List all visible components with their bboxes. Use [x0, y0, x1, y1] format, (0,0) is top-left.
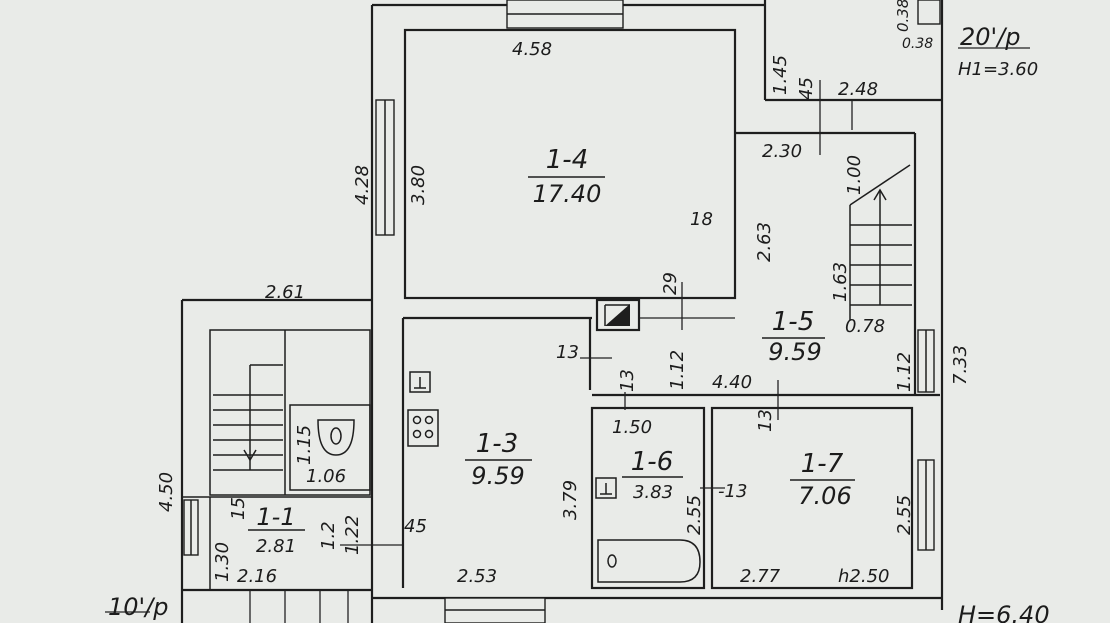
dim-15: 15	[228, 497, 249, 520]
room-1-5-area: 9.59	[768, 338, 821, 366]
washbasin-icon	[595, 477, 617, 499]
floor-label: 10'/p	[108, 593, 168, 621]
room-1-7-label: 1-7 7.06	[790, 449, 855, 510]
room-1-6-label: 1-6 3.83	[622, 447, 683, 503]
dim-1-12a: 1.12	[667, 350, 688, 390]
dim-2-77: 2.77	[740, 566, 781, 587]
dim-45a: 45	[796, 77, 817, 100]
dim-13c: 13	[755, 409, 776, 432]
floor-height: H=6.40	[958, 601, 1050, 623]
room-1-7-area: 7.06	[798, 482, 851, 510]
staircase-small	[213, 364, 283, 471]
bathtub-icon	[597, 539, 701, 583]
room-1-7-id: 1-7	[801, 449, 844, 479]
interior-walls	[182, 28, 940, 590]
dim-4-50: 4.50	[156, 472, 177, 512]
dim-0-38a: 0.38	[894, 0, 912, 32]
stove-icon	[407, 409, 439, 447]
dim-7-33: 7.33	[950, 345, 971, 385]
dim-3-80: 3.80	[408, 165, 429, 205]
dim-4-40: 4.40	[712, 372, 752, 393]
dim-0-38b: 0.38	[902, 36, 933, 52]
dim-1-00: 1.00	[844, 155, 865, 195]
dim-2-48: 2.48	[838, 79, 878, 100]
dimension-lines	[105, 47, 1030, 623]
toilet-icon	[317, 419, 355, 456]
sink-icon	[409, 371, 431, 393]
room-1-1-id: 1-1	[256, 503, 295, 531]
dim-4-28: 4.28	[352, 165, 373, 205]
dim-2-53: 2.53	[457, 566, 497, 587]
chimney	[595, 298, 641, 332]
room-1-3-area: 9.59	[471, 462, 524, 490]
dim-1-50: 1.50	[612, 417, 652, 438]
dim-4-58: 4.58	[512, 39, 552, 60]
staircase-main	[849, 164, 912, 320]
attic-height: H1=3.60	[958, 59, 1038, 80]
dim-13a: 13	[556, 342, 579, 363]
dim-29: 29	[660, 272, 681, 295]
dim-1-30: 1.30	[212, 542, 233, 582]
room-1-1-area: 2.81	[256, 536, 296, 557]
dim-2-55a: 2.55	[684, 495, 705, 535]
room-1-3-id: 1-3	[476, 429, 518, 459]
dim-2-16: 2.16	[237, 566, 277, 587]
room-1-3-label: 1-3 9.59	[465, 429, 532, 490]
dim-0-78: 0.78	[845, 316, 885, 337]
dim-2-30: 2.30	[762, 141, 802, 162]
dim-18: 18	[690, 209, 713, 230]
attic-label: 20'/p	[960, 23, 1020, 51]
windows	[183, 0, 941, 623]
dim-1-63: 1.63	[830, 262, 851, 302]
window-top-right	[917, 0, 941, 25]
room-1-4-id: 1-4	[546, 145, 588, 175]
dim-1-15: 1.15	[294, 425, 315, 465]
dim-2-50: h2.50	[838, 566, 890, 587]
dim-1-22: 1.22	[342, 515, 363, 555]
dim-1-12b: 1.12	[894, 352, 915, 392]
dim-1-45: 1.45	[770, 55, 791, 95]
dimension-labels: 4.58 2.48 2.30 18 0.78 4.40 1.50 -13 2.7…	[237, 36, 933, 587]
room-1-4-area: 17.40	[533, 180, 602, 208]
dim-2-61: 2.61	[265, 282, 305, 303]
room-1-6-id: 1-6	[631, 447, 673, 477]
dim-45b: 45	[404, 516, 427, 537]
dim-13b: 13	[617, 369, 638, 392]
vertical-dimension-labels: 4.28 3.80 2.63 29 1.45 45 1.00 1.63 1.12…	[156, 0, 971, 582]
dim-neg-13: -13	[718, 481, 747, 502]
dim-1-06: 1.06	[306, 466, 346, 487]
room-1-5-id: 1-5	[772, 307, 814, 337]
room-1-6-area: 3.83	[633, 482, 673, 503]
room-1-1-label: 1-1 2.81	[248, 503, 305, 557]
dim-2-55b: 2.55	[894, 495, 915, 535]
room-1-5-label: 1-5 9.59	[762, 307, 825, 366]
dim-1-2: 1.2	[318, 521, 339, 550]
dim-2-63: 2.63	[754, 222, 775, 262]
dim-3-79: 3.79	[560, 480, 581, 520]
room-1-4-label: 1-4 17.40	[528, 145, 605, 208]
exterior-walls	[180, 0, 944, 623]
